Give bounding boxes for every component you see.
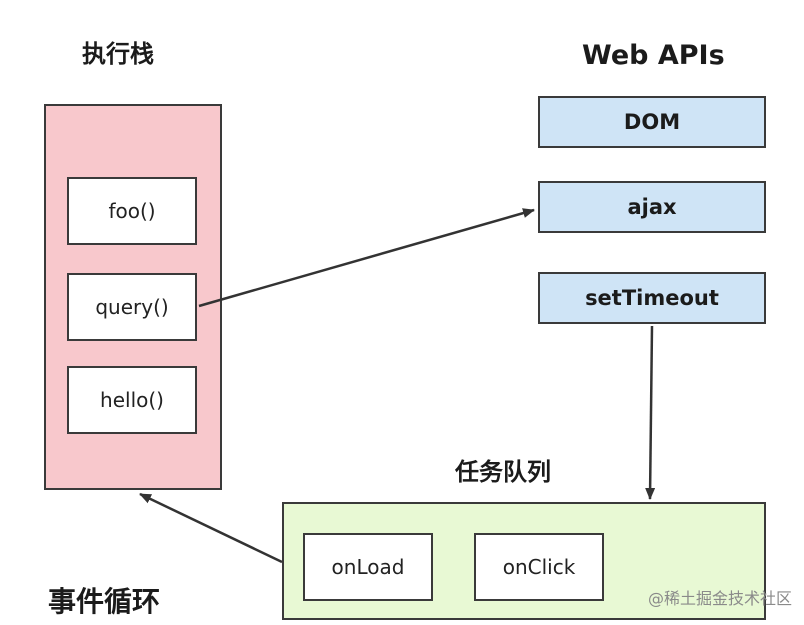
stack-frame-query: query() (67, 273, 197, 341)
arrow-settimeout-to-queue (645, 325, 656, 500)
task-queue-title: 任务队列 (455, 458, 551, 486)
stack-frame-foo: foo() (67, 177, 197, 245)
web-api-settimeout: setTimeout (538, 272, 766, 324)
stack-frame-hello: hello() (67, 366, 197, 434)
arrow-queue-to-stack (139, 492, 283, 564)
watermark: @稀土掘金技术社区 (647, 589, 792, 608)
web-api-dom: DOM (538, 96, 766, 148)
call-stack-title: 执行栈 (82, 40, 154, 68)
task-onclick: onClick (474, 533, 604, 601)
web-apis-title: Web APIs (582, 40, 725, 71)
arrow-query-to-ajax (198, 208, 535, 308)
event-loop-title: 事件循环 (48, 585, 161, 618)
web-api-ajax: ajax (538, 181, 766, 233)
task-onload: onLoad (303, 533, 433, 601)
